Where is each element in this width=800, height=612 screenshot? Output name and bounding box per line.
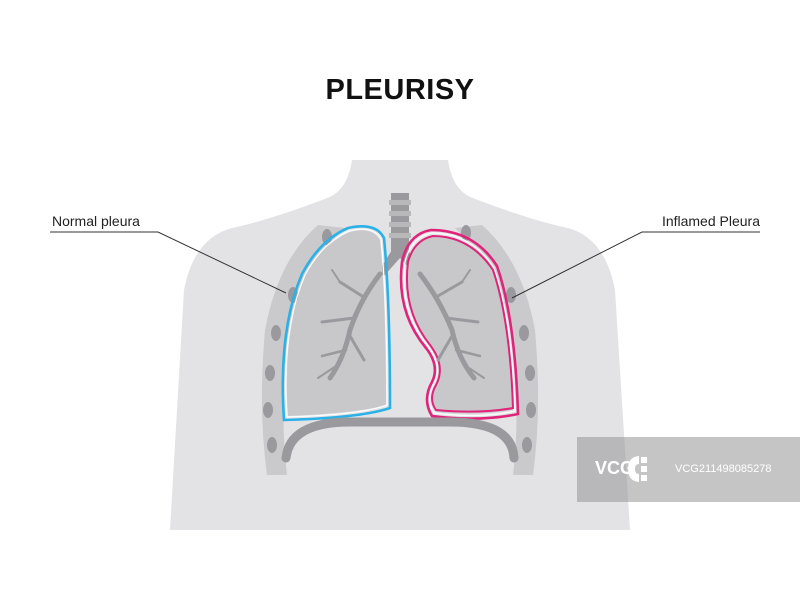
label-inflamed-pleura: Inflamed Pleura xyxy=(661,213,760,229)
diagram-title: PLEURISY xyxy=(325,74,475,106)
watermark-brand: VCG xyxy=(595,458,635,478)
callout-line-inflamed xyxy=(511,231,760,299)
watermark-id: VCG211498085278 xyxy=(675,463,772,475)
torso-silhouette xyxy=(170,160,630,530)
label-normal-pleura: Normal pleura xyxy=(52,213,140,229)
bronchial-tree-right xyxy=(417,269,485,381)
watermark-logo-icon xyxy=(628,456,647,482)
callout-line-normal xyxy=(50,231,287,294)
left-lung xyxy=(286,230,386,416)
diaphragm xyxy=(281,417,519,463)
normal-pleura-outline xyxy=(281,225,392,422)
rib-markers-right xyxy=(461,225,536,453)
right-lung xyxy=(406,236,513,414)
watermark: VCG VCG211498085278 xyxy=(577,437,800,502)
bronchial-tree-left xyxy=(317,269,383,381)
inflamed-pleura-outline xyxy=(399,228,520,420)
